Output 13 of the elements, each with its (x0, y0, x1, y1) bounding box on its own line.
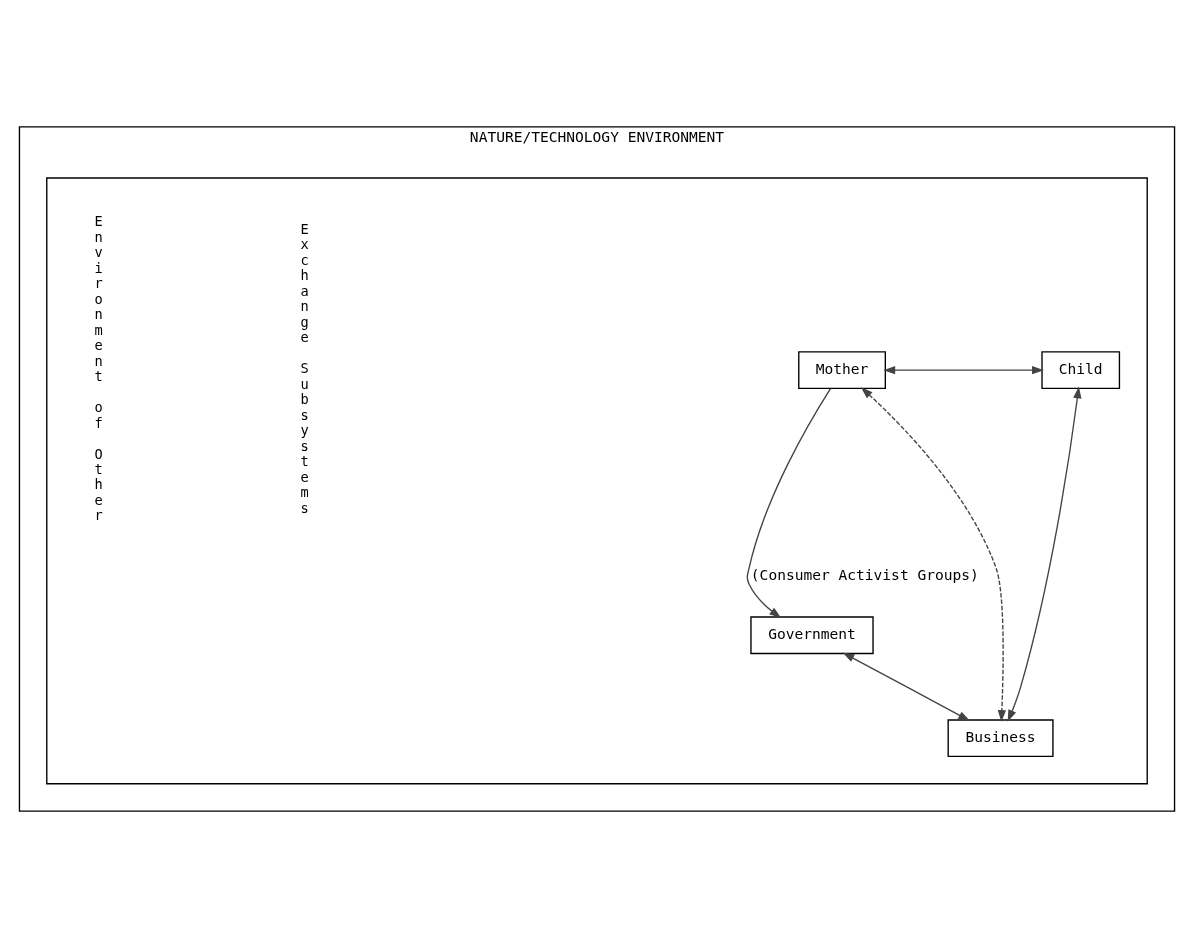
label: Environment of Other (94, 212, 103, 523)
arrow (842, 652, 971, 721)
arrow (860, 386, 1007, 722)
node-box: Government (750, 615, 874, 654)
edge-label: (Consumer Activist Groups) (750, 565, 979, 582)
node-box: Child (1041, 350, 1121, 389)
cluster (46, 176, 1148, 784)
arrow (883, 365, 1044, 374)
node-box: Mother (798, 350, 886, 389)
label: Exchange Subsystems (300, 220, 309, 516)
node-box: Business (947, 718, 1054, 757)
arrow (746, 387, 832, 618)
arrow (1007, 385, 1082, 722)
